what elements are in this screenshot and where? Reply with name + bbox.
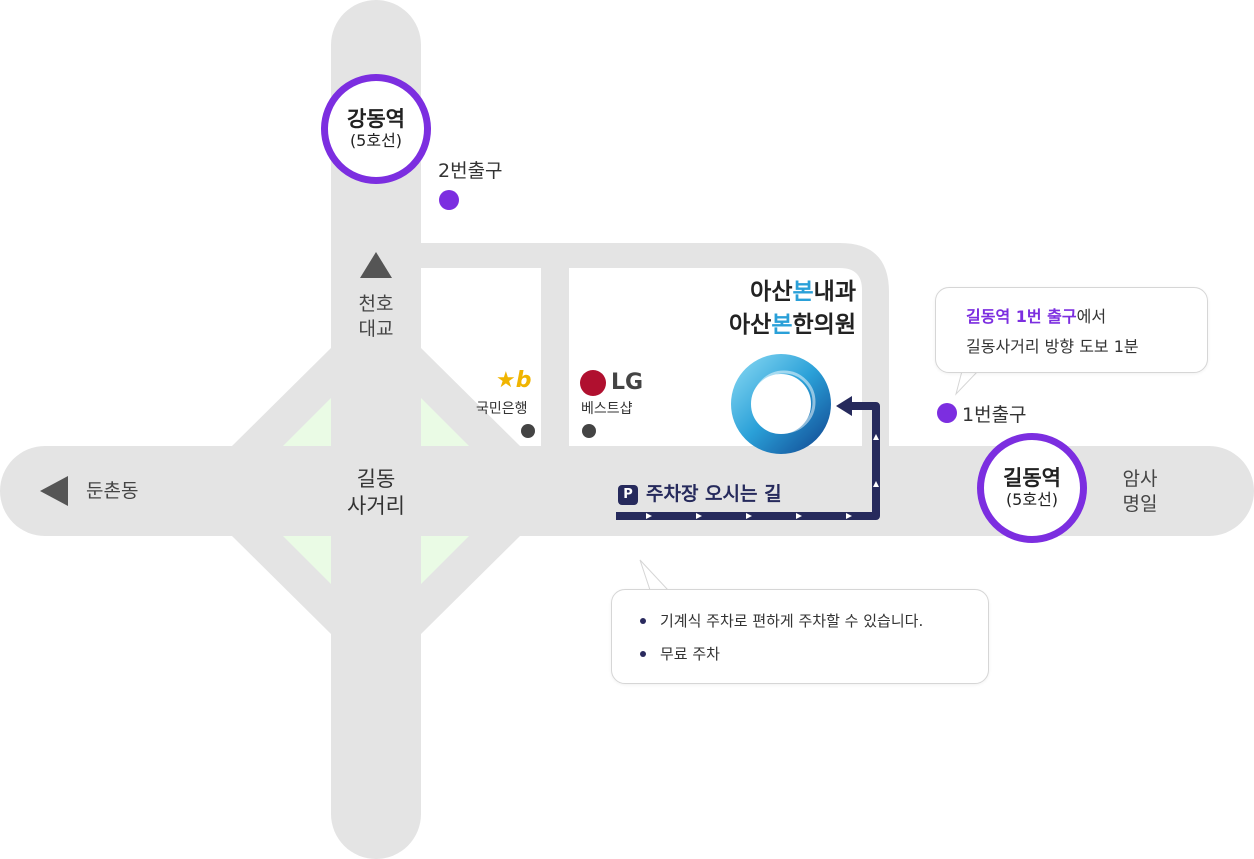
walk-bubble-tail — [955, 370, 980, 396]
clinic-name-oriental: 아산본한의원 — [729, 312, 856, 338]
station-line: (5호선) — [1005, 490, 1059, 509]
lg-bestshop-label: 베스트샵 — [581, 401, 633, 417]
road-intersection — [232, 348, 520, 634]
road-label-gildong-intersection: 길동 사거리 — [347, 467, 405, 518]
lg-logo-text: LG — [611, 370, 644, 395]
exit-1-label: 1번출구 — [962, 404, 1027, 426]
walking-directions-bubble: 길동역 1번 출구에서 길동사거리 방향 도보 1분 — [935, 287, 1208, 373]
road-label-amsa: 암사 명일 — [1122, 468, 1158, 515]
station-gildong[interactable]: 길동역 (5호선) — [977, 433, 1087, 543]
road-label-dunchon: 둔촌동 — [86, 480, 139, 502]
parking-icon: P — [618, 484, 638, 505]
walking-directions-line2: 길동사거리 방향 도보 1분 — [966, 337, 1139, 356]
crosswalk-shading — [283, 398, 469, 584]
triangle-up-icon — [360, 252, 392, 278]
exit-1-marker — [937, 403, 957, 423]
parking-note: 무료 주차 — [640, 643, 988, 664]
station-line: (5호선) — [349, 131, 403, 150]
clinic-name-internal: 아산본내과 — [750, 279, 856, 305]
parking-info-bubble: 기계식 주차로 편하게 주차할 수 있습니다. 무료 주차 — [611, 589, 989, 684]
clinic-name: 아산본내과 아산본한의원 — [729, 276, 856, 342]
route-arrow-icon — [836, 396, 852, 416]
station-name: 강동역 — [347, 107, 405, 131]
kb-bank-label: 국민은행 — [476, 401, 528, 417]
parking-bubble-tail — [639, 559, 670, 591]
kb-bank-marker — [521, 424, 535, 438]
road-service-loop — [421, 243, 889, 446]
triangle-left-icon — [40, 476, 68, 506]
exit-2-label: 2번출구 — [438, 160, 503, 182]
parking-note: 기계식 주차로 편하게 주차할 수 있습니다. — [640, 610, 988, 631]
lg-bestshop-marker — [582, 424, 596, 438]
route-chevrons — [646, 434, 879, 519]
kb-logo-icon: ★b — [496, 368, 532, 393]
lg-logo-icon — [580, 370, 606, 396]
exit-2-marker — [439, 190, 459, 210]
station-gangdong[interactable]: 강동역 (5호선) — [321, 74, 431, 184]
road-label-cheonho: 천호 대교 — [358, 293, 394, 340]
road-alley — [541, 268, 569, 446]
clinic-logo-icon — [731, 354, 831, 454]
walking-directions-line1: 길동역 1번 출구에서 — [966, 307, 1107, 326]
station-name: 길동역 — [1003, 466, 1061, 490]
